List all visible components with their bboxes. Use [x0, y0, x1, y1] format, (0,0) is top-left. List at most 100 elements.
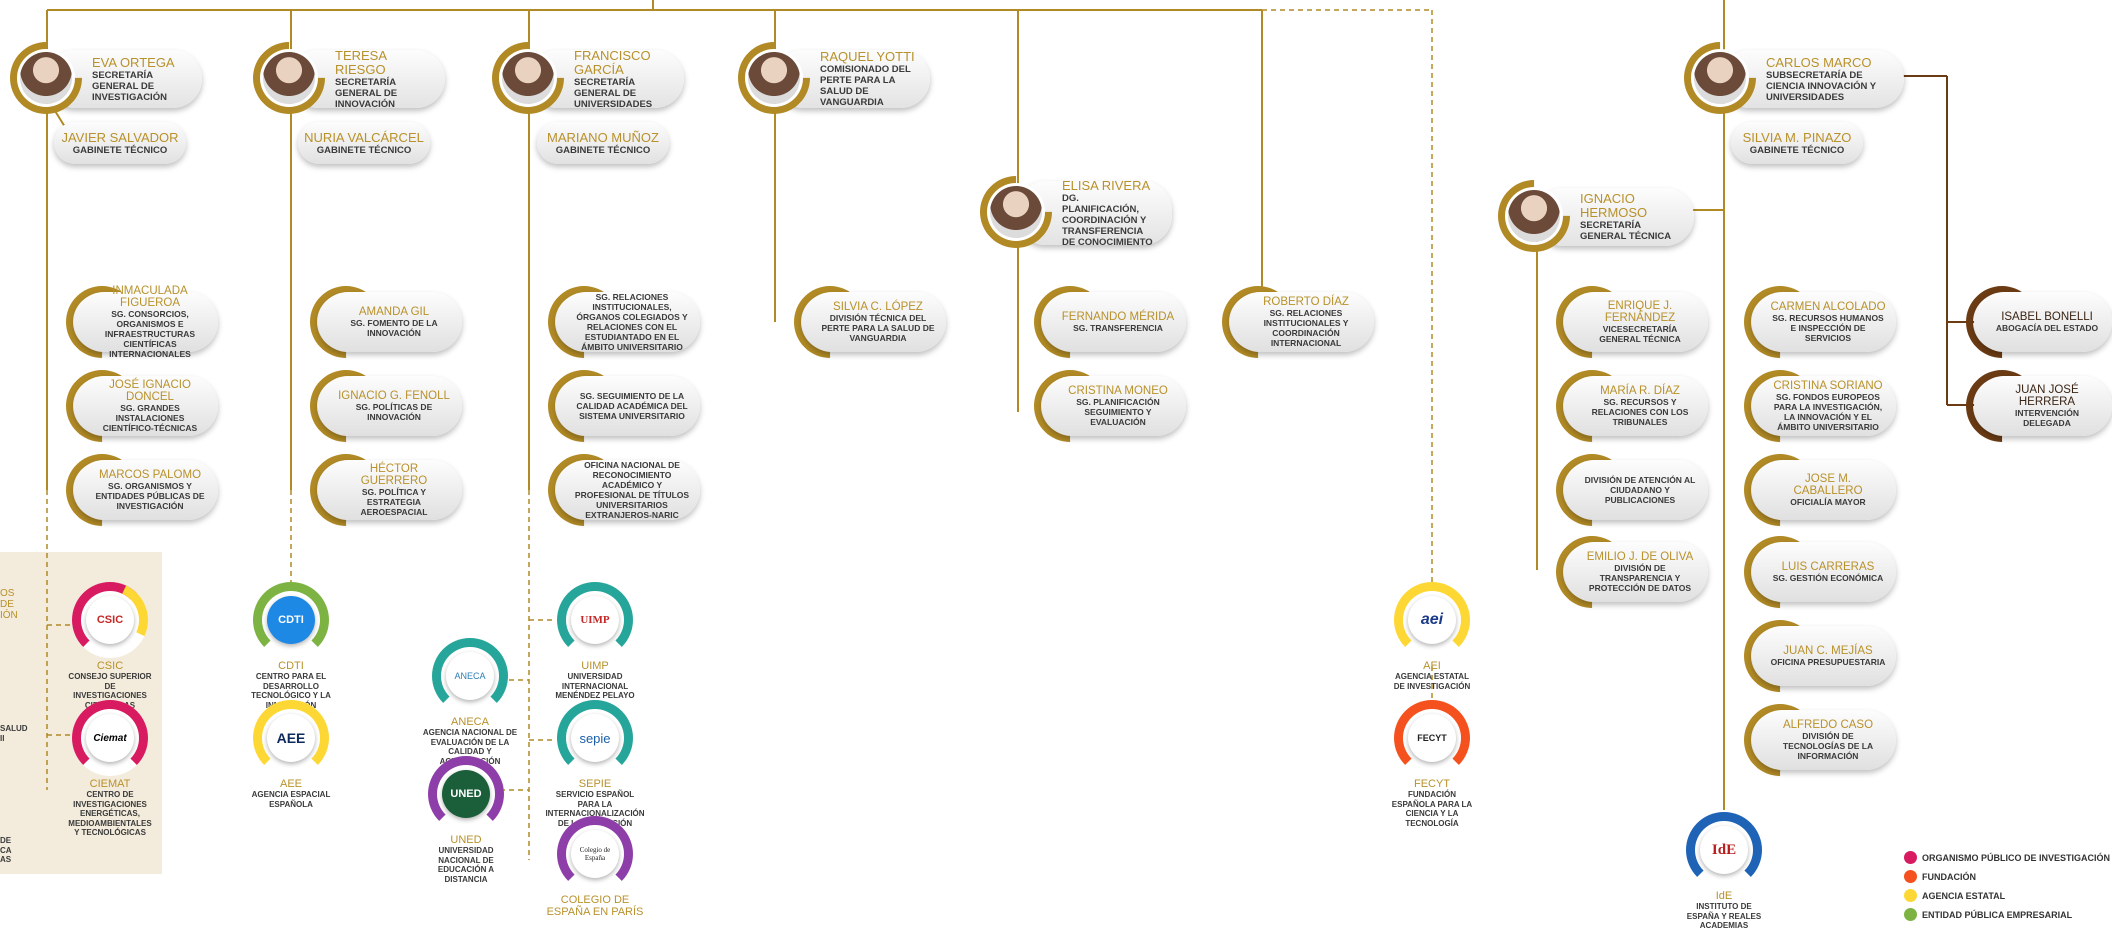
unit-pill: ENRIQUE J. FERNÁNDEZ VICESECRETARÍA GENE…: [1564, 292, 1708, 352]
card-eva-ortega[interactable]: EVA ORTEGA SECRETARÍA GENERAL DE INVESTI…: [0, 27, 202, 129]
unit-enrique-fernandez[interactable]: ENRIQUE J. FERNÁNDEZ VICESECRETARÍA GENE…: [1541, 271, 1708, 373]
unit-role: SG. FONDOS EUROPEOS PARA LA INVESTIGACIÓ…: [1773, 392, 1883, 432]
legend-label: FUNDACIÓN: [1922, 871, 1976, 882]
unit-sg-relaciones-institucionales[interactable]: SG. RELACIONES INSTITUCIONALES, ÓRGANOS …: [533, 271, 700, 373]
unit-sg-seguimiento-calidad[interactable]: SG. SEGUIMIENTO DE LA CALIDAD ACADÉMICA …: [533, 355, 700, 457]
unit-pill: ISABEL BONELLI ABOGACÍA DEL ESTADO: [1974, 292, 2112, 352]
gabinete-nuria-valcarcel[interactable]: NURIA VALCÁRCEL GABINETE TÉCNICO: [298, 122, 430, 164]
unit-hector-guerrero[interactable]: HÉCTOR GUERRERO SG. POLÍTICA Y ESTRATEGI…: [295, 439, 462, 541]
unit-role: DIVISIÓN DE ATENCIÓN AL CIUDADANO Y PUBL…: [1584, 475, 1696, 505]
legend-dot-icon: [1904, 851, 1917, 864]
unit-fernando-merida[interactable]: FERNANDO MÉRIDA SG. TRANSFERENCIA: [1019, 271, 1186, 373]
legend-dot-icon: [1904, 889, 1917, 902]
org-sepie[interactable]: sepie SEPIE SERVICIO ESPAÑOL PARA LA INT…: [545, 700, 645, 828]
gabinete-silvia-pinazo[interactable]: SILVIA M. PINAZO GABINETE TÉCNICO: [1731, 122, 1863, 164]
org-name: SEPIE: [578, 778, 612, 790]
unit-roberto-diaz[interactable]: ROBERTO DÍAZ SG. RELACIONES INSTITUCIONA…: [1207, 271, 1374, 373]
card-pill: CARLOS MARCO SUBSECRETARÍA DE CIENCIA IN…: [1720, 50, 1904, 108]
unit-name: JUAN C. MEJÍAS: [1783, 645, 1873, 657]
org-name: UNED: [450, 834, 482, 846]
unit-pill: JOSE M. CABALLERO OFICIALÍA MAYOR: [1752, 460, 1896, 520]
card-pill: TERESA RIESGO SECRETARÍA GENERAL DE INNO…: [289, 48, 445, 110]
cdti-logo-icon: CDTI: [267, 596, 315, 644]
org-ciemat[interactable]: Ciemat CIEMAT CENTRO DE INVESTIGACIONES …: [68, 700, 152, 838]
uimp-logo-icon: UIMP: [571, 596, 619, 644]
unit-pill: OFICINA NACIONAL DE RECONOCIMIENTO ACADÉ…: [556, 460, 700, 520]
unit-oficina-naric[interactable]: OFICINA NACIONAL DE RECONOCIMIENTO ACADÉ…: [533, 439, 700, 541]
unit-cristina-soriano[interactable]: CRISTINA SORIANO SG. FONDOS EUROPEOS PAR…: [1729, 355, 1896, 457]
unit-pill: IGNACIO G. FENOLL SG. POLÍTICAS DE INNOV…: [318, 376, 462, 436]
person-role: SECRETARÍA GENERAL DE UNIVERSIDADES: [574, 76, 653, 110]
person-role: SECRETARÍA GENERAL DE INNOVACIÓN: [335, 76, 398, 110]
unit-pill: AMANDA GIL SG. FOMENTO DE LA INNOVACIÓN: [318, 292, 462, 352]
unit-pill: SILVIA C. LÓPEZ DIVISIÓN TÉCNICA DEL PER…: [802, 292, 946, 352]
org-aneca[interactable]: ANECA ANECA AGENCIA NACIONAL DE EVALUACI…: [420, 638, 520, 766]
unit-ignacio-fenoll[interactable]: IGNACIO G. FENOLL SG. POLÍTICAS DE INNOV…: [295, 355, 462, 457]
org-colegio-espana[interactable]: Colegio de España COLEGIO DE ESPAÑA EN P…: [545, 816, 645, 918]
unit-name: JUAN JOSÉ HERRERA: [2015, 384, 2079, 408]
partial-label-salud: SALUD II: [0, 724, 28, 743]
person-name: RAQUEL YOTTI: [820, 49, 915, 64]
unit-juan-mejias[interactable]: JUAN C. MEJÍAS OFICINA PRESUPUESTARIA: [1729, 605, 1896, 707]
org-csic[interactable]: CSIC CSIC CONSEJO SUPERIOR DE INVESTIGAC…: [61, 571, 159, 710]
partial-label-top: OS DE IÓN: [0, 588, 18, 621]
org-cdti[interactable]: CDTI CDTI CENTRO PARA EL DESARROLLO TECN…: [249, 582, 333, 710]
unit-alfredo-caso[interactable]: ALFREDO CASO DIVISIÓN DE TECNOLOGÍAS DE …: [1729, 689, 1896, 791]
unit-amanda-gil[interactable]: AMANDA GIL SG. FOMENTO DE LA INNOVACIÓN: [295, 271, 462, 373]
fecyt-logo-icon: FECYT: [1408, 714, 1456, 762]
legend: ORGANISMO PÚBLICO DE INVESTIGACIÓN FUNDA…: [1904, 848, 2110, 924]
unit-marcos-palomo[interactable]: MARCOS PALOMO SG. ORGANISMOS Y ENTIDADES…: [51, 439, 218, 541]
unit-division-atencion[interactable]: DIVISIÓN DE ATENCIÓN AL CIUDADANO Y PUBL…: [1541, 439, 1708, 541]
unit-role: SG. GRANDES INSTALACIONES CIENTÍFICO-TÉC…: [102, 403, 198, 433]
org-name: CIEMAT: [89, 778, 131, 790]
unit-cristina-moneo[interactable]: CRISTINA MONEO SG. PLANIFICACIÓN SEGUIMI…: [1019, 355, 1186, 457]
unit-luis-carreras[interactable]: LUIS CARRERAS SG. GESTIÓN ECONÓMICA: [1729, 521, 1896, 623]
org-aei[interactable]: aei AEI AGENCIA ESTATAL DE INVESTIGACIÓN: [1390, 582, 1474, 691]
card-carlos-marco[interactable]: CARLOS MARCO SUBSECRETARÍA DE CIENCIA IN…: [1669, 27, 1904, 129]
unit-maria-diaz[interactable]: MARÍA R. DÍAZ SG. RECURSOS Y RELACIONES …: [1541, 355, 1708, 457]
unit-pill: EMILIO J. DE OLIVA DIVISIÓN DE TRANSPARE…: [1564, 542, 1708, 602]
unit-silvia-lopez[interactable]: SILVIA C. LÓPEZ DIVISIÓN TÉCNICA DEL PER…: [779, 271, 946, 373]
unit-pill: JOSÉ IGNACIO DONCEL SG. GRANDES INSTALAC…: [74, 376, 218, 436]
card-pill: IGNACIO HERMOSO SECRETARÍA GENERAL TÉCNI…: [1534, 188, 1694, 246]
unit-role: SG. FOMENTO DE LA INNOVACIÓN: [350, 318, 438, 338]
org-uimp[interactable]: UIMP UIMP UNIVERSIDAD INTERNACIONAL MENÉ…: [545, 582, 645, 701]
card-ignacio-hermoso[interactable]: IGNACIO HERMOSO SECRETARÍA GENERAL TÉCNI…: [1483, 165, 1694, 267]
org-name: IdE: [1715, 890, 1733, 902]
org-uned[interactable]: UNED UNED UNIVERSIDAD NACIONAL DE EDUCAC…: [424, 756, 508, 884]
unit-name: ALFREDO CASO: [1782, 719, 1874, 731]
org-aee[interactable]: AEE AEE AGENCIA ESPACIAL ESPAÑOLA: [249, 700, 333, 809]
org-ide[interactable]: IdE IdE INSTITUTO DE ESPAÑA Y REALES ACA…: [1682, 812, 1766, 931]
org-desc: UNIVERSIDAD NACIONAL DE EDUCACIÓN A DIST…: [437, 846, 495, 884]
unit-jose-caballero[interactable]: JOSE M. CABALLERO OFICIALÍA MAYOR: [1729, 439, 1896, 541]
unit-role: ABOGACÍA DEL ESTADO: [1995, 323, 2099, 333]
org-name: CSIC: [96, 660, 124, 672]
unit-inmaculada-figueroa[interactable]: INMACULADA FIGUEROA SG. CONSORCIOS, ORGA…: [51, 271, 218, 373]
gabinete-mariano-munoz[interactable]: MARIANO MUÑOZ GABINETE TÉCNICO: [537, 122, 669, 164]
unit-name: JOSÉ IGNACIO DONCEL: [109, 379, 191, 403]
card-francisco-garcia[interactable]: FRANCISCO GARCÍA SECRETARÍA GENERAL DE U…: [477, 27, 684, 129]
unit-name: MARÍA R. DÍAZ: [1600, 385, 1680, 397]
card-raquel-yotti[interactable]: RAQUEL YOTTI COMISIONADO DEL PERTE PARA …: [723, 27, 930, 129]
unit-name: LUIS CARRERAS: [1781, 561, 1875, 573]
unit-carmen-alcolado[interactable]: CARMEN ALCOLADO SG. RECURSOS HUMANOS E I…: [1729, 271, 1896, 373]
unit-role: VICESECRETARÍA GENERAL TÉCNICA: [1599, 324, 1681, 344]
unit-emilio-de-oliva[interactable]: EMILIO J. DE OLIVA DIVISIÓN DE TRANSPARE…: [1541, 521, 1708, 623]
person-role: DG. PLANIFICACIÓN, COORDINACIÓN Y TRANSF…: [1062, 192, 1153, 248]
ring-segment: [557, 700, 633, 776]
org-ring: UIMP: [557, 582, 633, 658]
unit-isabel-bonelli[interactable]: ISABEL BONELLI ABOGACÍA DEL ESTADO: [1951, 271, 2112, 373]
card-teresa-riesgo[interactable]: TERESA RIESGO SECRETARÍA GENERAL DE INNO…: [238, 27, 445, 129]
org-name: ANECA: [451, 716, 489, 728]
unit-pill: JUAN C. MEJÍAS OFICINA PRESUPUESTARIA: [1752, 626, 1896, 686]
org-fecyt[interactable]: FECYT FECYT FUNDACIÓN ESPAÑOLA PARA LA C…: [1390, 700, 1474, 828]
unit-pill: JUAN JOSÉ HERRERA INTERVENCIÓN DELEGADA: [1974, 376, 2112, 436]
gabinete-javier-salvador[interactable]: JAVIER SALVADOR GABINETE TÉCNICO: [54, 122, 186, 164]
person-role: GABINETE TÉCNICO: [555, 144, 651, 156]
unit-juan-jose-herrera[interactable]: JUAN JOSÉ HERRERA INTERVENCIÓN DELEGADA: [1951, 355, 2112, 457]
unit-role: SG. RECURSOS Y RELACIONES CON LOS TRIBUN…: [1591, 397, 1689, 427]
unit-jose-ignacio-doncel[interactable]: JOSÉ IGNACIO DONCEL SG. GRANDES INSTALAC…: [51, 355, 218, 457]
card-elisa-rivera[interactable]: ELISA RIVERA DG. PLANIFICACIÓN, COORDINA…: [965, 161, 1172, 263]
org-desc: AGENCIA ESPACIAL ESPAÑOLA: [251, 790, 331, 809]
org-desc: UNIVERSIDAD INTERNACIONAL MENÉNDEZ PELAY…: [555, 672, 635, 700]
